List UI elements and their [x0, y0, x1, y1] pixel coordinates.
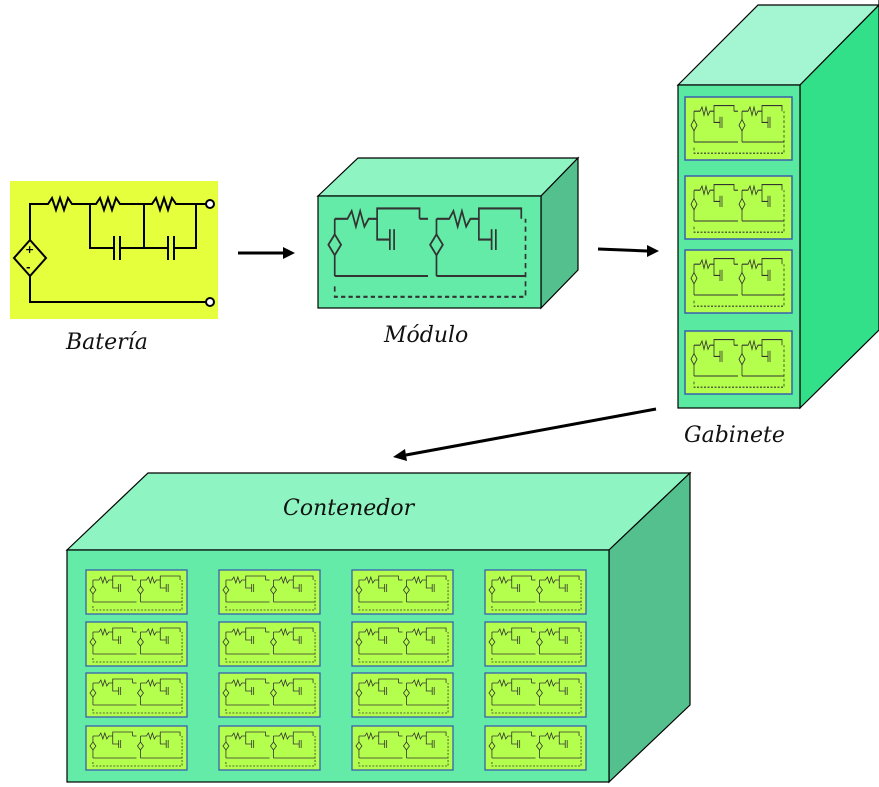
terminal-negative: [205, 297, 215, 307]
label-gabinete: Gabinete: [684, 423, 785, 448]
arrow-cabinet-to-container: [393, 407, 657, 461]
container-module: [218, 725, 321, 771]
arrow-battery-to-module: [238, 247, 295, 259]
container-modules: [85, 569, 587, 771]
container-module: [218, 672, 321, 718]
cabinet-module: [684, 175, 793, 240]
module-top-face: [316, 157, 580, 197]
cabinet-module: [684, 96, 793, 161]
cabinet-module: [684, 249, 793, 314]
container-module: [351, 569, 454, 615]
container-box: [65, 471, 692, 784]
battery-circuit: [12, 194, 206, 303]
svg-text:+: +: [25, 243, 34, 256]
cabinet-module: [684, 330, 793, 395]
svg-text:-: -: [26, 261, 31, 274]
cabinet-box: [676, 0, 879, 410]
container-module: [85, 621, 188, 667]
container-module: [218, 621, 321, 667]
container-module: [351, 672, 454, 718]
container-module: [85, 725, 188, 771]
container-module: [85, 569, 188, 615]
label-bateria: Batería: [65, 330, 148, 355]
label-modulo: Módulo: [383, 323, 468, 348]
container-module: [351, 621, 454, 667]
module-front-face: [317, 195, 542, 309]
container-module: [218, 569, 321, 615]
cabinet-modules: [684, 96, 793, 395]
arrow-module-to-cabinet: [597, 245, 659, 257]
container-module: [484, 621, 587, 667]
terminal-positive: [205, 199, 215, 209]
module-box: [316, 156, 580, 310]
container-module: [484, 725, 587, 771]
container-module: [85, 672, 188, 718]
container-module: [351, 725, 454, 771]
container-module: [484, 569, 587, 615]
container-module: [484, 672, 587, 718]
battery-cell: + -: [10, 181, 218, 319]
label-contenedor: Contenedor: [283, 496, 416, 521]
